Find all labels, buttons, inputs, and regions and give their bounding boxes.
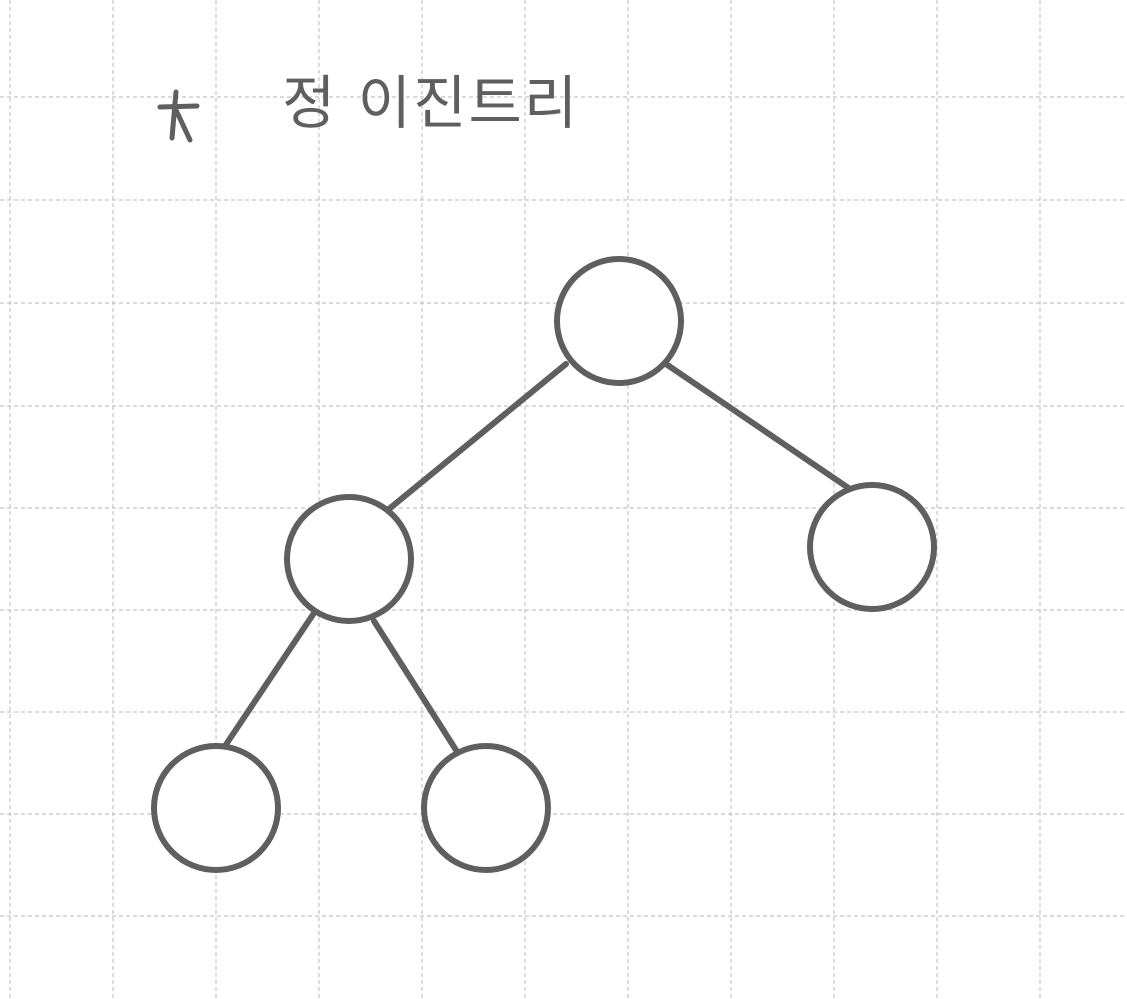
node-root — [554, 256, 684, 386]
diagram-title: 정 이진트리 — [282, 69, 580, 137]
edge-root-right — [663, 361, 853, 492]
tree-edges — [222, 361, 853, 753]
bullet-asterisk-icon — [157, 89, 200, 143]
node-right — [807, 482, 937, 612]
tree-nodes — [151, 256, 937, 873]
edge-root-left — [386, 361, 569, 512]
node-left — [284, 494, 414, 624]
node-left-right — [421, 743, 551, 873]
node-left-left — [151, 743, 281, 873]
edge-left-leftright — [371, 618, 459, 753]
edge-left-leftleft — [222, 610, 317, 749]
